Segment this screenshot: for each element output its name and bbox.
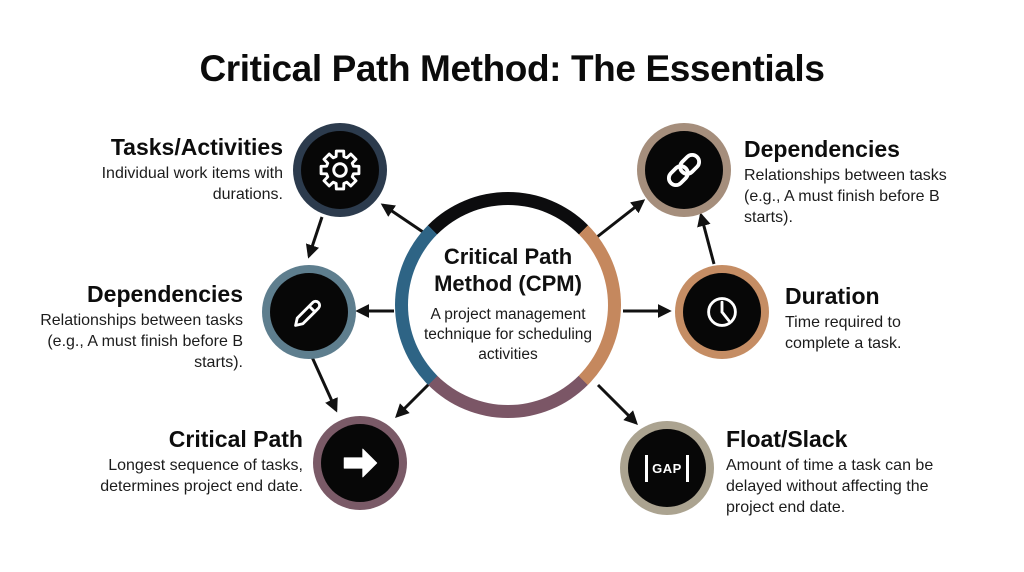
gap-bar-right bbox=[685, 454, 689, 482]
node-duration-core bbox=[683, 273, 761, 351]
label-critical-path: Critical Path Longest sequence of tasks,… bbox=[68, 426, 303, 498]
node-title: Tasks/Activities bbox=[110, 134, 283, 160]
node-float-slack-core: GAP bbox=[628, 429, 706, 507]
node-description: Time required to complete a task. bbox=[785, 314, 902, 353]
link-icon bbox=[666, 152, 702, 188]
node-title: Critical Path bbox=[168, 426, 303, 452]
node-critical-path-core bbox=[321, 424, 399, 502]
node-tasks-activities bbox=[293, 123, 387, 217]
node-description: Relationships between tasks (e.g., A mus… bbox=[744, 167, 947, 227]
arrow-right-icon bbox=[343, 448, 378, 478]
node-title: Duration bbox=[785, 283, 880, 309]
node-dependencies-left-core bbox=[270, 273, 348, 351]
node-description: Relationships between tasks (e.g., A mus… bbox=[40, 312, 243, 372]
arrow-tasks-to-dependencies bbox=[305, 216, 324, 259]
central-node: Critical Path Method (CPM) A project man… bbox=[395, 192, 621, 418]
label-tasks-activities: Tasks/Activities Individual work items w… bbox=[53, 134, 283, 206]
gear-icon bbox=[319, 149, 361, 191]
arrow-duration-to-dependencies bbox=[697, 212, 716, 265]
node-title: Dependencies bbox=[87, 281, 243, 307]
node-tasks-activities-core bbox=[301, 131, 379, 209]
label-dependencies-left: Dependencies Relationships between tasks… bbox=[33, 281, 243, 374]
node-description: Individual work items with durations. bbox=[101, 165, 283, 204]
node-dependencies-left bbox=[262, 265, 356, 359]
node-title: Float/Slack bbox=[726, 426, 848, 452]
gap-icon-label: GAP bbox=[652, 460, 682, 476]
central-description: A project management technique for sched… bbox=[423, 306, 593, 364]
node-dependencies-right bbox=[637, 123, 731, 217]
central-node-inner: Critical Path Method (CPM) A project man… bbox=[408, 205, 608, 405]
node-duration bbox=[675, 265, 769, 359]
clock-icon bbox=[707, 297, 737, 327]
gap-bar-left bbox=[645, 454, 649, 482]
node-description: Longest sequence of tasks, determines pr… bbox=[100, 457, 303, 496]
central-heading: Critical Path Method (CPM) bbox=[434, 244, 582, 297]
arrow-center-to-float-slack bbox=[596, 383, 638, 425]
arrow-center-to-critical-path bbox=[395, 382, 431, 418]
gap-icon: GAP bbox=[645, 454, 689, 482]
label-float-slack: Float/Slack Amount of time a task can be… bbox=[726, 426, 966, 519]
pencil-icon bbox=[294, 299, 322, 327]
arrow-center-to-tasks bbox=[380, 203, 424, 234]
node-critical-path bbox=[313, 416, 407, 510]
page-title: Critical Path Method: The Essentials bbox=[199, 48, 825, 89]
node-float-slack: GAP bbox=[620, 421, 714, 515]
label-duration: Duration Time required to complete a tas… bbox=[785, 283, 950, 355]
arrow-center-to-dependencies-right bbox=[596, 199, 646, 239]
node-title: Dependencies bbox=[744, 136, 900, 162]
node-description: Amount of time a task can be delayed wit… bbox=[726, 457, 934, 517]
label-dependencies-right: Dependencies Relationships between tasks… bbox=[744, 136, 976, 229]
node-dependencies-right-core bbox=[645, 131, 723, 209]
arrow-dependencies-to-critical-path bbox=[310, 356, 338, 413]
